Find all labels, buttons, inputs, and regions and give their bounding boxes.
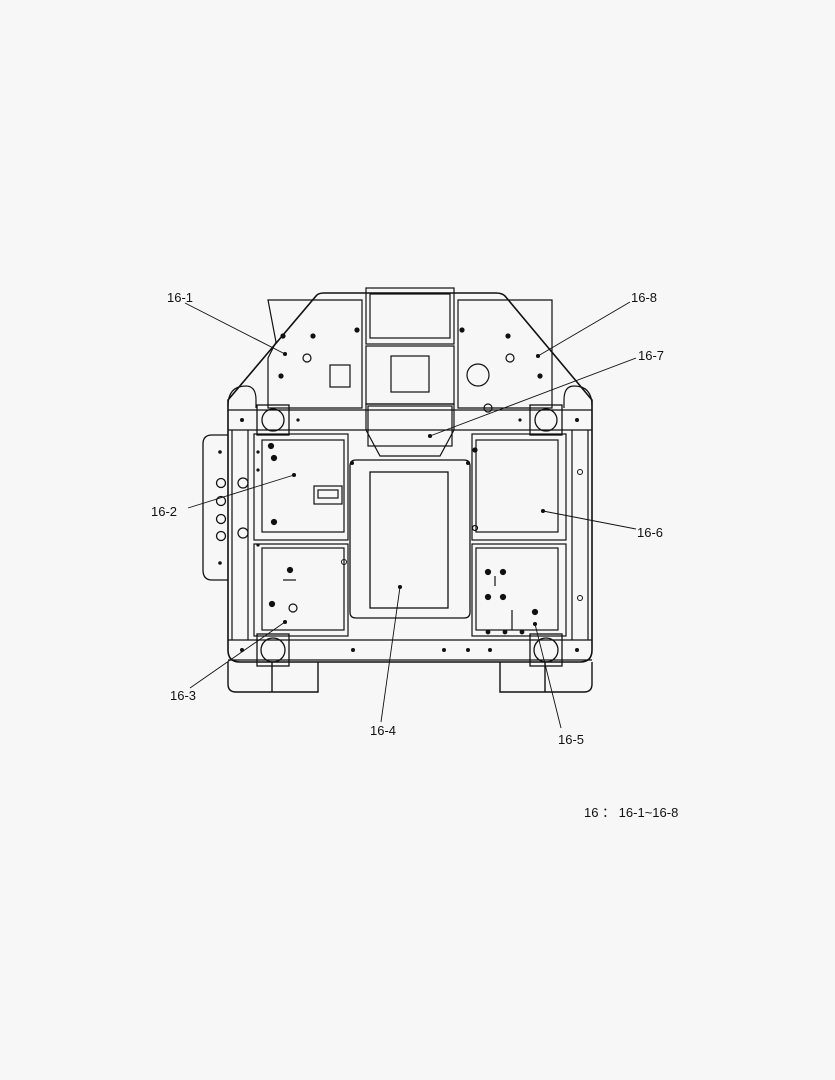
callout-labels: 16-1 16-2 16-3 16-4 16-5 16-6 16-7 16-8 … bbox=[151, 290, 678, 820]
callout-16-7: 16-7 bbox=[638, 348, 664, 363]
leader-16-8 bbox=[537, 301, 631, 357]
panel-16-5 bbox=[471, 543, 567, 637]
chassis-outline bbox=[227, 292, 593, 663]
plate-16-8 bbox=[457, 299, 553, 413]
rail-bolts bbox=[218, 418, 583, 652]
leader-16-3 bbox=[189, 621, 286, 689]
top-modules bbox=[365, 287, 455, 457]
leader-16-2 bbox=[187, 474, 295, 509]
callout-16-8: 16-8 bbox=[631, 290, 657, 305]
leader-16-5 bbox=[534, 623, 562, 729]
callout-16-2: 16-2 bbox=[151, 504, 177, 519]
panel-16-2 bbox=[237, 433, 349, 541]
plate-16-1 bbox=[267, 299, 363, 409]
leader-16-6 bbox=[542, 510, 637, 530]
callout-16-5: 16-5 bbox=[558, 732, 584, 747]
corner-tabs bbox=[227, 385, 593, 408]
leader-lines bbox=[184, 301, 637, 729]
footnote: 16 ： 16-1~16-8 bbox=[584, 805, 678, 820]
corner-mounts bbox=[256, 404, 563, 667]
leader-16-4 bbox=[380, 586, 401, 723]
panel-16-6 bbox=[471, 433, 567, 541]
callout-16-6: 16-6 bbox=[637, 525, 663, 540]
callout-16-1: 16-1 bbox=[167, 290, 193, 305]
leader-16-1 bbox=[184, 302, 286, 355]
panel-16-3 bbox=[253, 543, 349, 637]
bottom-feet bbox=[227, 662, 593, 693]
callout-16-4: 16-4 bbox=[370, 723, 396, 738]
callout-16-3: 16-3 bbox=[170, 688, 196, 703]
left-bracket bbox=[202, 434, 228, 581]
leader-16-7 bbox=[429, 357, 637, 437]
